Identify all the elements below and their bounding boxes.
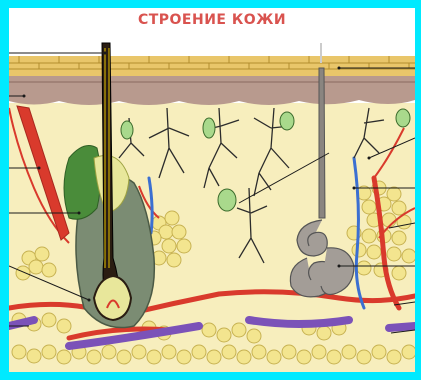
epidermis-basal-layer bbox=[9, 76, 415, 105]
epidermis-top-layer bbox=[9, 56, 415, 76]
diagram-panel: СТРОЕНИЕ КОЖИ bbox=[9, 8, 415, 372]
skin-structure-diagram bbox=[9, 8, 415, 372]
sweat-duct bbox=[319, 68, 325, 218]
